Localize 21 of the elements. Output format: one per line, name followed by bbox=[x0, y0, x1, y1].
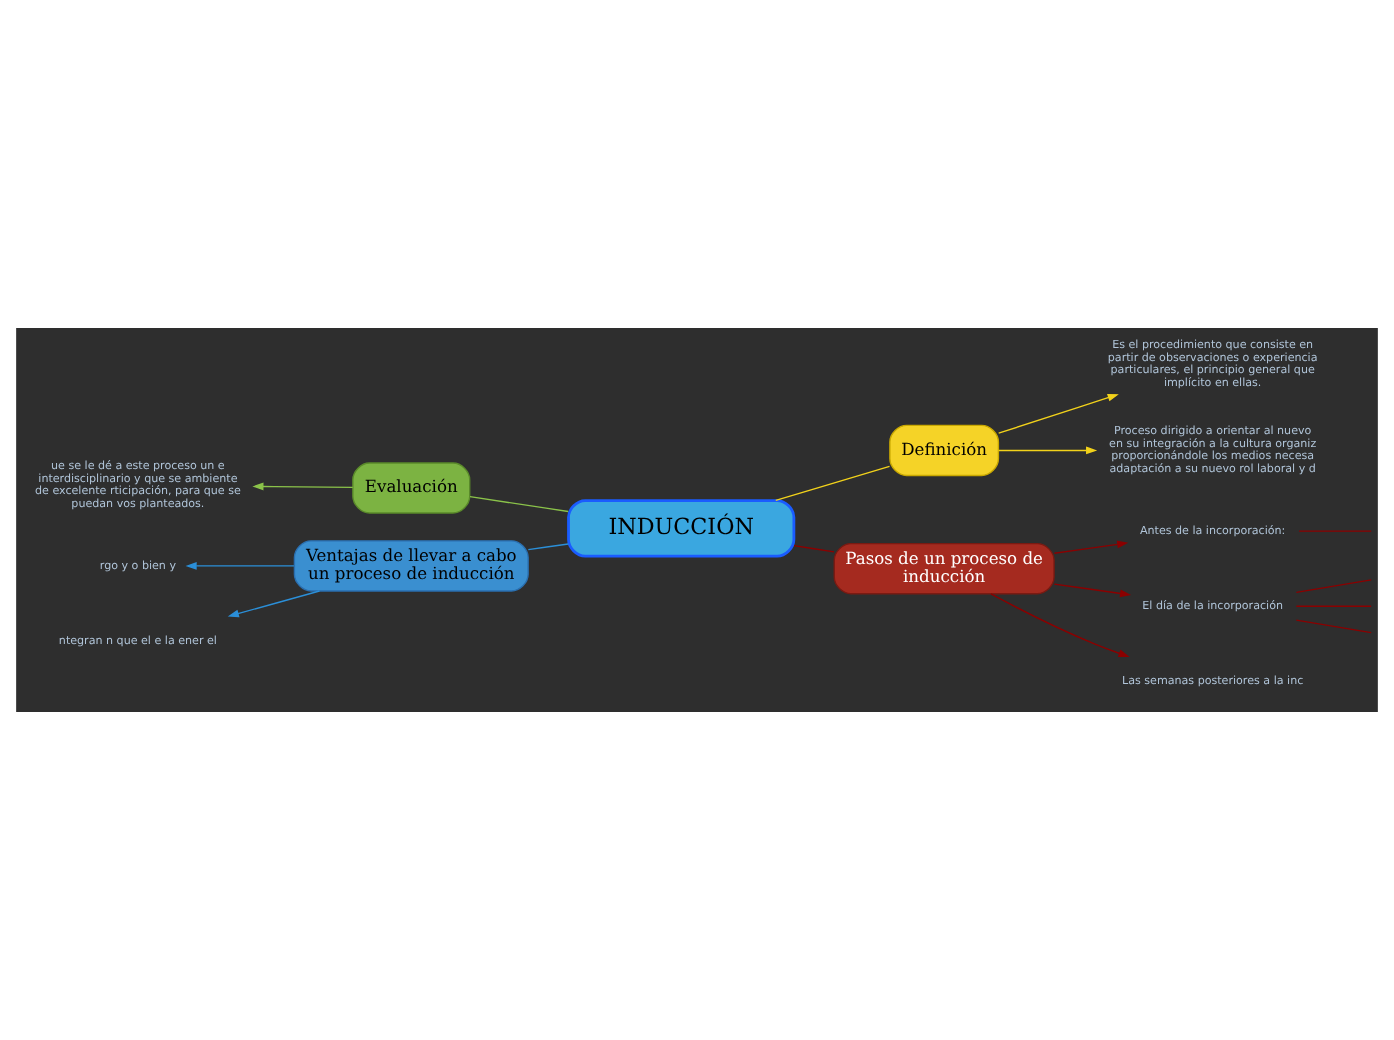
arrow bbox=[1053, 540, 1129, 554]
connector bbox=[1295, 579, 1372, 594]
connector bbox=[469, 495, 569, 513]
connector bbox=[1295, 605, 1372, 607]
node-box: Ventajas de llevar a cabo un proceso de inducción bbox=[293, 540, 529, 592]
connector bbox=[1298, 530, 1372, 532]
node-box: Pasos de un proceso de inducción bbox=[833, 542, 1055, 595]
arrow bbox=[1053, 583, 1132, 598]
connector bbox=[793, 544, 835, 553]
connector bbox=[527, 543, 569, 551]
arrow bbox=[990, 593, 1130, 657]
arrow bbox=[252, 482, 354, 491]
node-box: Definición bbox=[889, 424, 1000, 477]
arrow bbox=[227, 590, 321, 618]
node-box: Evaluación bbox=[352, 462, 471, 514]
node-box: INDUCCIÓN bbox=[567, 499, 796, 558]
arrow bbox=[998, 393, 1119, 434]
arrow bbox=[998, 446, 1098, 455]
arrow bbox=[185, 562, 295, 570]
connector bbox=[775, 465, 891, 502]
connector bbox=[1295, 619, 1372, 634]
